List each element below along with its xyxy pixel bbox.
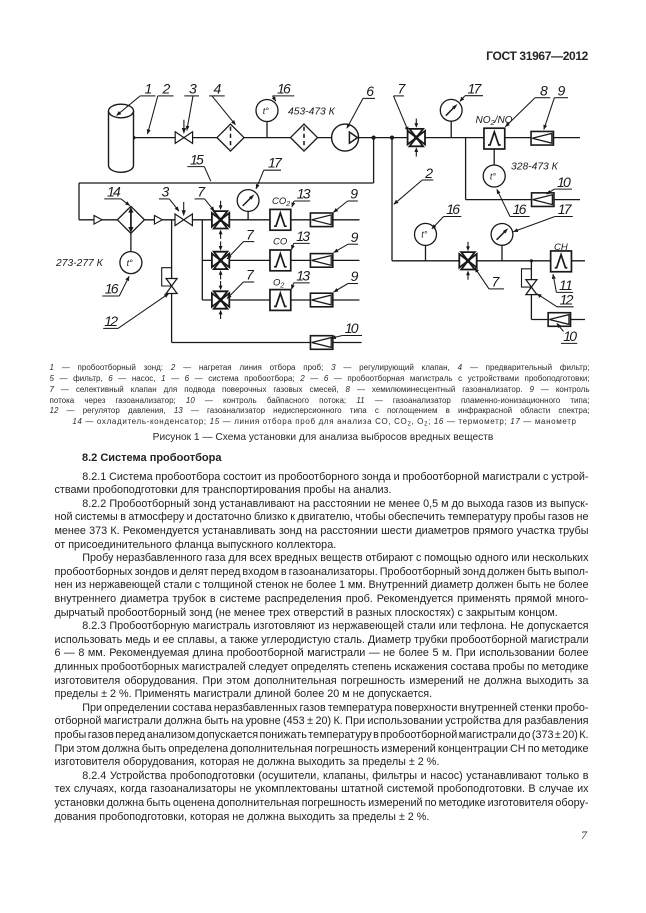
svg-text:12: 12 (560, 292, 574, 308)
svg-text:O2: O2 (273, 278, 284, 290)
svg-text:328-473 К: 328-473 К (511, 162, 559, 173)
svg-text:13: 13 (296, 228, 310, 244)
svg-text:7: 7 (246, 267, 255, 283)
svg-text:3: 3 (162, 184, 170, 200)
svg-text:8: 8 (540, 83, 548, 99)
svg-text:7: 7 (246, 226, 255, 242)
svg-text:14: 14 (107, 184, 121, 200)
svg-text:7: 7 (492, 274, 501, 290)
svg-text:NO2/NO: NO2/NO (476, 115, 513, 127)
svg-text:11: 11 (559, 277, 573, 293)
svg-text:CO2: CO2 (272, 196, 290, 208)
svg-text:2: 2 (424, 165, 433, 181)
svg-text:4: 4 (214, 81, 222, 97)
svg-text:CO: CO (273, 237, 288, 248)
svg-text:17: 17 (268, 154, 283, 170)
svg-text:2: 2 (162, 81, 171, 97)
svg-text:16: 16 (446, 201, 460, 217)
svg-text:16: 16 (105, 281, 119, 297)
svg-text:10: 10 (563, 328, 577, 344)
svg-text:9: 9 (351, 268, 359, 284)
svg-text:10: 10 (557, 174, 571, 190)
svg-text:16: 16 (513, 201, 527, 217)
svg-text:13: 13 (297, 186, 311, 202)
svg-text:1: 1 (145, 81, 153, 97)
svg-text:16: 16 (277, 81, 291, 97)
svg-text:15: 15 (190, 151, 204, 167)
svg-text:12: 12 (104, 313, 118, 329)
svg-text:9: 9 (558, 83, 566, 99)
svg-text:13: 13 (296, 268, 310, 284)
svg-text:3: 3 (189, 81, 197, 97)
svg-text:10: 10 (345, 320, 359, 336)
svg-text:17: 17 (558, 201, 573, 217)
svg-text:9: 9 (350, 186, 358, 202)
svg-text:7: 7 (197, 184, 206, 200)
svg-text:СН: СН (554, 242, 568, 253)
svg-text:9: 9 (351, 229, 359, 245)
svg-text:7: 7 (398, 81, 407, 97)
svg-text:273-277 К: 273-277 К (55, 258, 104, 269)
svg-text:453-473 К: 453-473 К (288, 107, 336, 118)
svg-text:6: 6 (366, 83, 374, 99)
svg-text:17: 17 (468, 81, 483, 97)
